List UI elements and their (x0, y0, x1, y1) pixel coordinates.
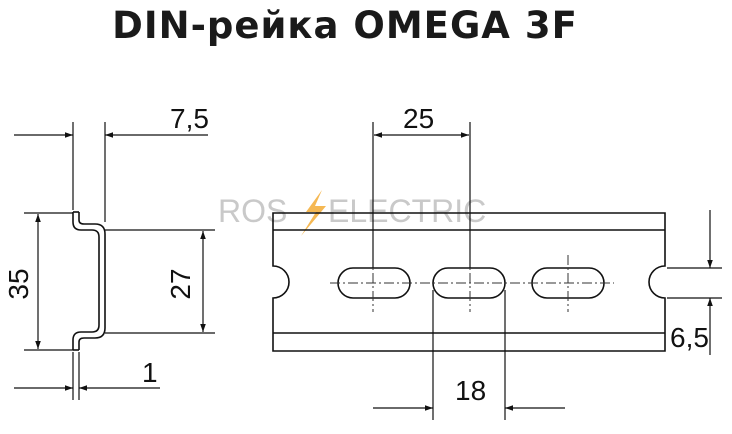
front-dimensions (372, 122, 722, 420)
dim-top-flange: 7,5 (170, 103, 209, 134)
side-profile (72, 211, 106, 351)
dim-slot-width: 6,5 (670, 322, 709, 353)
watermark-left: ROS (218, 193, 287, 229)
diagram-title: DIN-рейка OMEGA 3F (112, 4, 578, 47)
profile-inner (78, 212, 106, 350)
watermark: ROS ELECTRIC (218, 190, 486, 236)
dim-thickness: 1 (142, 357, 158, 388)
rail-outline (272, 212, 666, 352)
dim-height-inner: 27 (165, 268, 196, 299)
dim-slot-pitch: 25 (403, 103, 434, 134)
front-view (272, 212, 666, 352)
dim-height-total: 35 (3, 268, 34, 299)
profile-outer (72, 212, 100, 350)
side-dimensions (14, 122, 215, 400)
watermark-right: ELECTRIC (328, 193, 486, 229)
dim-slot-length: 18 (455, 375, 486, 406)
